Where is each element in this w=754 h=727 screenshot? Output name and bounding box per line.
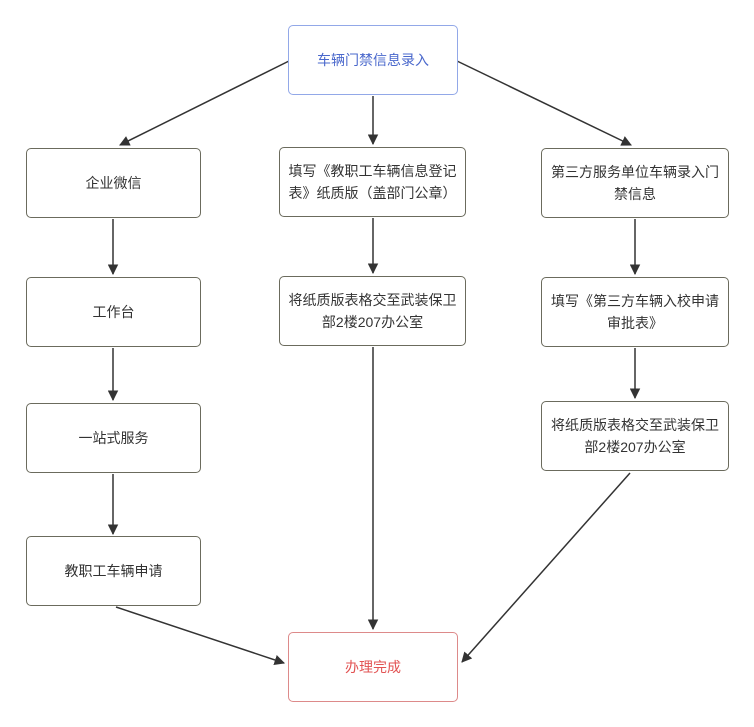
node-workbench: 工作台 bbox=[26, 277, 201, 347]
edge-start-third-party bbox=[456, 60, 632, 146]
edge-start-wecom bbox=[119, 60, 290, 146]
node-third-party: 第三方服务单位车辆录入门禁信息 bbox=[541, 148, 729, 218]
node-wecom: 企业微信 bbox=[26, 148, 201, 218]
node-staff-apply: 教职工车辆申请 bbox=[26, 536, 201, 606]
node-submit-form-right: 将纸质版表格交至武装保卫部2楼207办公室 bbox=[541, 401, 729, 471]
edge-staffapply-done bbox=[115, 606, 285, 665]
node-third-form: 填写《第三方车辆入校申请审批表》 bbox=[541, 277, 729, 347]
edge-submitright-done bbox=[461, 472, 631, 663]
node-done: 办理完成 bbox=[288, 632, 458, 702]
node-one-stop: 一站式服务 bbox=[26, 403, 201, 473]
node-submit-form-mid: 将纸质版表格交至武装保卫部2楼207办公室 bbox=[279, 276, 466, 346]
node-start: 车辆门禁信息录入 bbox=[288, 25, 458, 95]
node-staff-form: 填写《教职工车辆信息登记表》纸质版（盖部门公章） bbox=[279, 147, 466, 217]
